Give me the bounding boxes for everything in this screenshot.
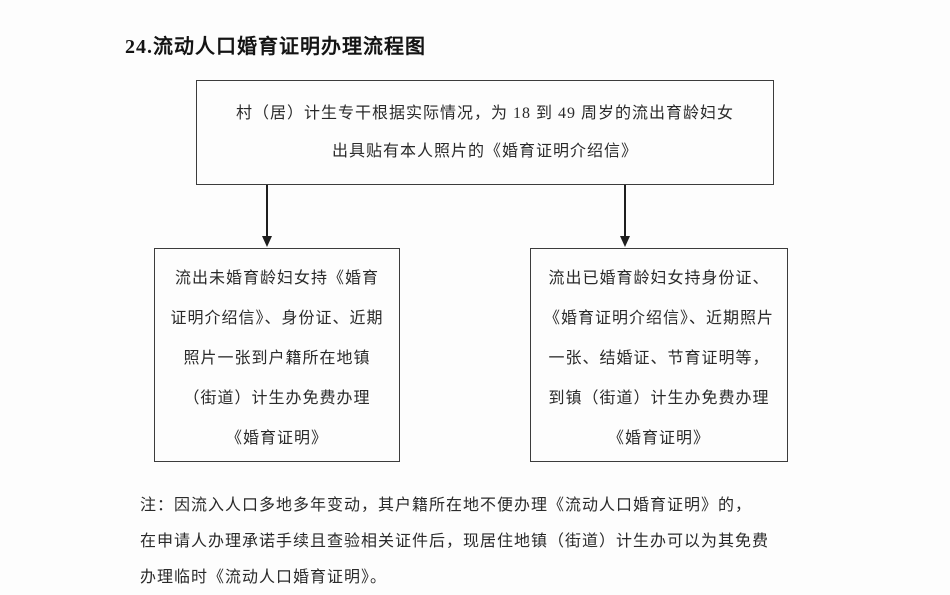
left-box-line-5: 《婚育证明》 (225, 430, 328, 447)
left-box-line-4: （街道）计生办免费办理 (183, 390, 371, 407)
right-box-line-4: 到镇（街道）计生办免费办理 (548, 390, 770, 407)
left-box-line-3: 照片一张到户籍所在地镇 (183, 350, 371, 367)
down-arrow-left (262, 185, 272, 247)
footnote-line-2: 在申请人办理承诺手续且查验相关证件后，现居住地镇（街道）计生办可以为其免费 (140, 533, 770, 550)
left-box-line-2: 证明介绍信》、身份证、近期 (170, 310, 384, 327)
right-box-line-5: 《婚育证明》 (607, 430, 710, 447)
top-process-box: 村（居）计生专干根据实际情况，为 18 到 49 周岁的流出育龄妇女 出具贴有本… (196, 80, 774, 185)
right-box-line-3: 一张、结婚证、节育证明等， (548, 350, 770, 367)
page-title: 24.流动人口婚育证明办理流程图 (125, 36, 426, 58)
right-box-line-1: 流出已婚育龄妇女持身份证、 (548, 270, 770, 287)
footnote-line-1: 注：因流入人口多地多年变动，其户籍所在地不便办理《流动人口婚育证明》的， (140, 497, 753, 514)
left-box-line-1: 流出未婚育龄妇女持《婚育 (174, 270, 379, 287)
down-arrow-right (620, 185, 630, 247)
footnote: 注：因流入人口多地多年变动，其户籍所在地不便办理《流动人口婚育证明》的， 在申请… (140, 488, 840, 595)
top-box-line-1: 村（居）计生专干根据实际情况，为 18 到 49 周岁的流出育龄妇女 (235, 105, 734, 122)
unmarried-process-box: 流出未婚育龄妇女持《婚育 证明介绍信》、身份证、近期 照片一张到户籍所在地镇 （… (154, 248, 400, 462)
right-box-line-2: 《婚育证明介绍信》、近期照片 (543, 310, 774, 327)
footnote-line-3: 办理临时《流动人口婚育证明》。 (140, 569, 388, 586)
top-box-line-2: 出具贴有本人照片的《婚育证明介绍信》 (331, 143, 638, 160)
married-process-box: 流出已婚育龄妇女持身份证、 《婚育证明介绍信》、近期照片 一张、结婚证、节育证明… (530, 248, 788, 462)
